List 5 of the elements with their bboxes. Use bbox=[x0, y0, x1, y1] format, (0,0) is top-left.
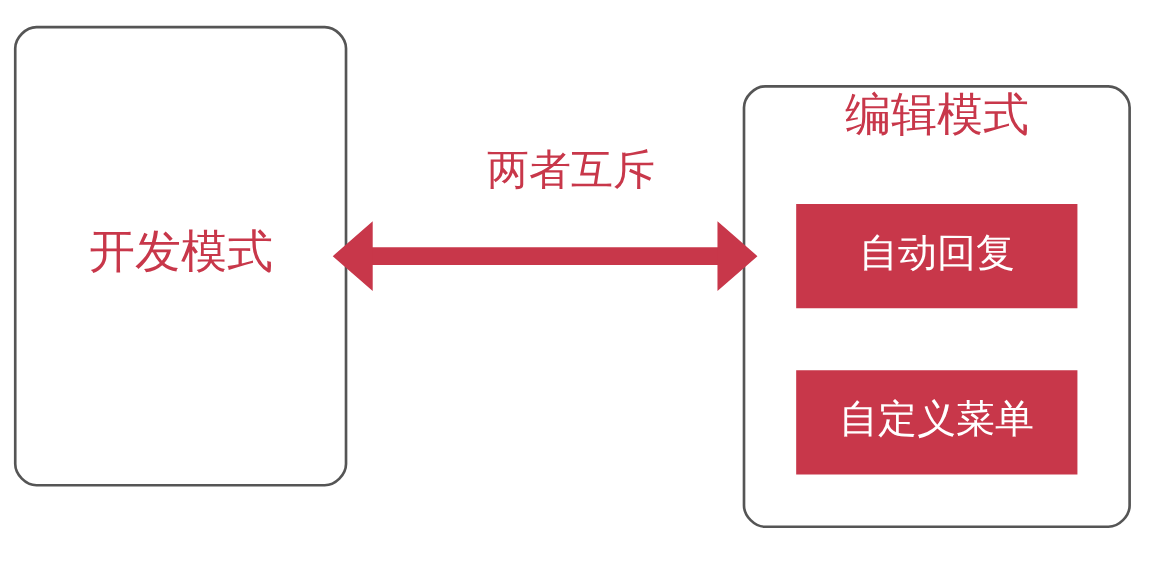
arrow bbox=[332, 220, 758, 291]
node-box: 自定义菜单 bbox=[796, 369, 1078, 475]
node-box: 自动回复 bbox=[796, 203, 1078, 308]
edge-label: 两者互斥 bbox=[486, 144, 655, 194]
node-box: 开发模式 bbox=[13, 25, 348, 487]
